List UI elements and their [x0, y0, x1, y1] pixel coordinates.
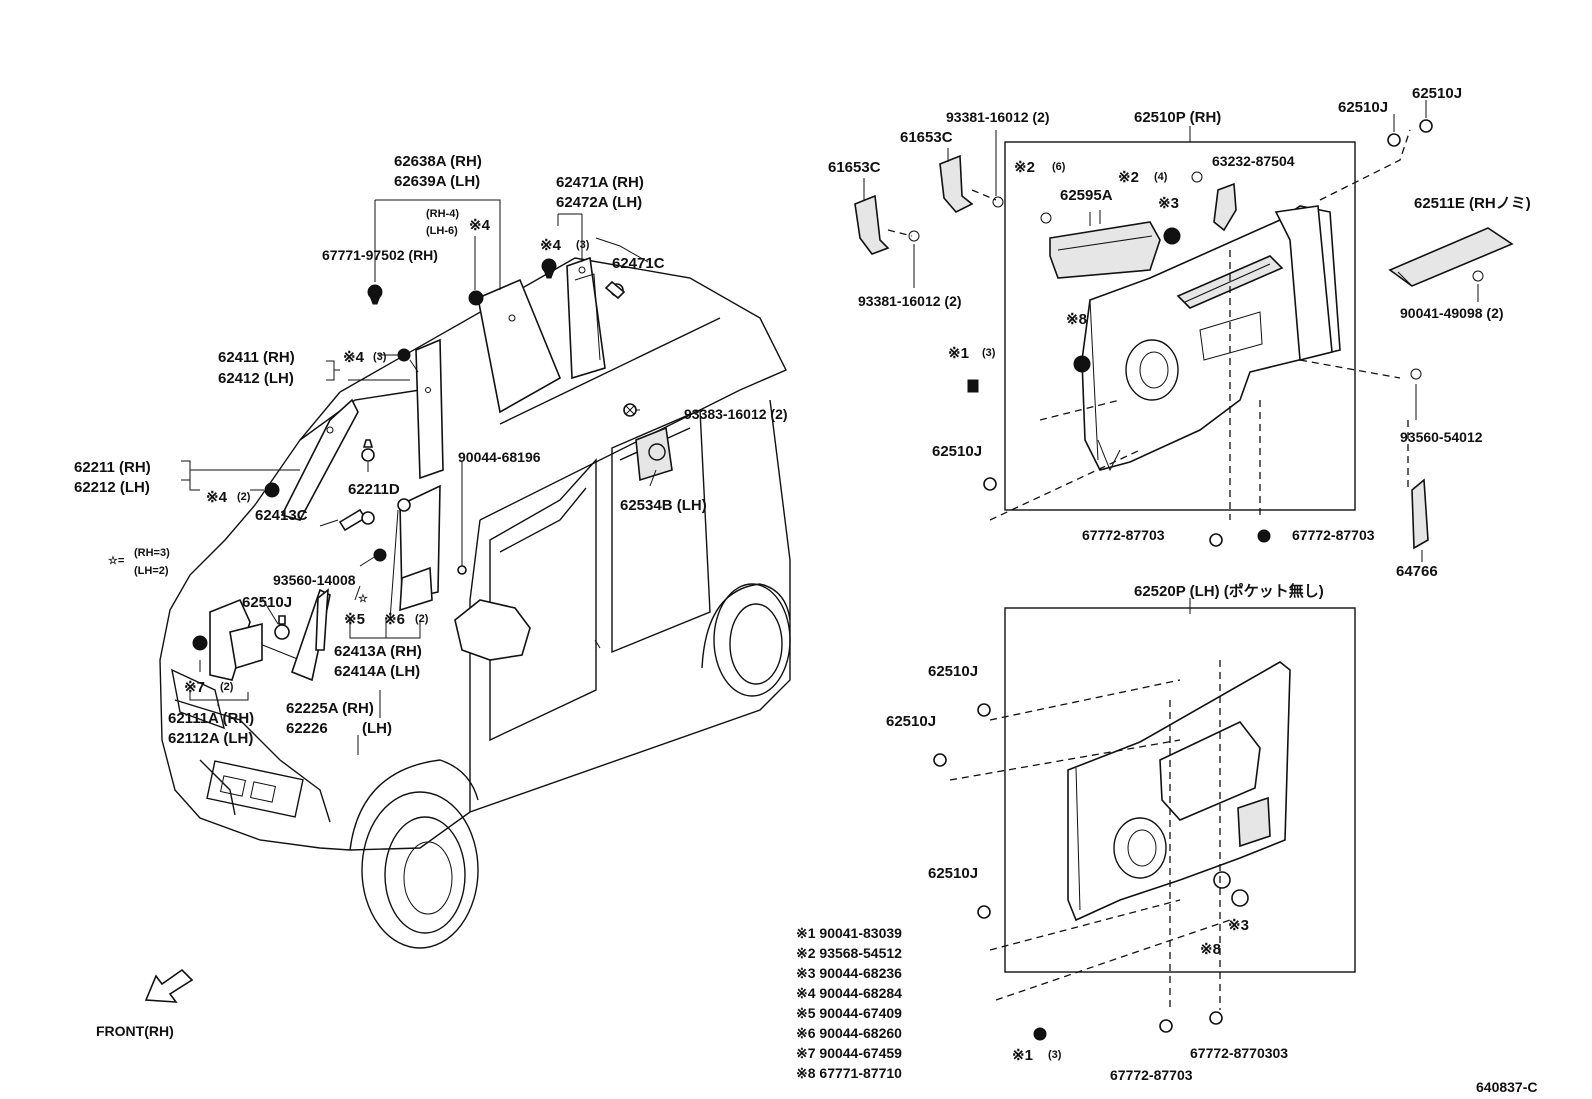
- label-90044-68196: 90044-68196: [458, 449, 541, 465]
- label-61653C-right: 61653C: [900, 129, 953, 146]
- label-qty-6: (6): [1052, 161, 1066, 173]
- label-62225A: 62225A (RH): [286, 700, 374, 717]
- label-qty-3-star1-rh: (3): [982, 347, 996, 359]
- label-62413A: 62413A (RH): [334, 643, 422, 660]
- label-star-4-c-pillar: ※4: [469, 217, 491, 234]
- label-62534B: 62534B (LH): [620, 497, 707, 514]
- label-62111A: 62111A (RH): [168, 710, 254, 727]
- label-67772-87703-b: 67772-87703: [1292, 527, 1375, 543]
- label-62510J-top-2: 62510J: [1412, 85, 1462, 102]
- legend-item: ※1 90041-83039: [796, 925, 902, 941]
- label-star-8-lh: ※8: [1200, 941, 1221, 958]
- label-67771-97502: 67771-97502 (RH): [322, 247, 438, 263]
- label-93560-54012: 93560-54012: [1400, 429, 1483, 445]
- label-62471A: 62471A (RH): [556, 174, 644, 191]
- label-qty-3-star1-lh: (3): [1048, 1049, 1062, 1061]
- label-qty-2-a-pillar: (2): [237, 491, 251, 503]
- vehicle-leaders: [181, 199, 657, 755]
- label-star-2-left: ※2: [1014, 159, 1035, 176]
- fastener-legend: ※1 90041-83039 ※2 93568-54512 ※3 90044-6…: [796, 925, 902, 1081]
- legend-item: ※3 90044-68236: [796, 965, 902, 981]
- label-62520P: 62520P (LH) (ポケット無し): [1134, 582, 1324, 600]
- rh-panel-box: [967, 129, 1411, 521]
- label-rh-3: (RH=3): [134, 547, 170, 559]
- label-62471C: 62471C: [612, 255, 665, 272]
- label-67772-87703-a: 67772-87703: [1082, 527, 1165, 543]
- label-62510J-lh-2: 62510J: [886, 713, 936, 730]
- vehicle-clips: [192, 258, 637, 651]
- label-62211D: 62211D: [348, 481, 400, 498]
- label-64766: 64766: [1396, 563, 1438, 580]
- label-rh-4: (RH-4): [426, 208, 459, 220]
- legend-item: ※2 93568-54512: [796, 945, 902, 961]
- label-star-4-rear: ※4: [540, 237, 562, 254]
- label-67772-87703-c: 67772-87703: [1110, 1067, 1193, 1083]
- label-93560-14008: 93560-14008: [273, 572, 356, 588]
- label-93381-16012-top: 93381-16012 (2): [946, 109, 1050, 125]
- label-star-open: ☆: [358, 593, 368, 605]
- label-62510J-top-1: 62510J: [1338, 99, 1388, 116]
- label-63232-87504: 63232-87504: [1212, 153, 1295, 169]
- label-62639A: 62639A (LH): [394, 173, 480, 190]
- label-62510J-lh-1: 62510J: [928, 663, 978, 680]
- label-62472A: 62472A (LH): [556, 194, 642, 211]
- label-67772-8770303: 67772-8770303: [1190, 1045, 1288, 1061]
- label-star-4-a-pillar: ※4: [206, 489, 228, 506]
- label-qty-3-b-pillar: (3): [373, 351, 387, 363]
- label-star-1-rh: ※1: [948, 345, 969, 362]
- vehicle-outline: [159, 257, 791, 949]
- legend-item: ※5 90044-67409: [796, 1005, 902, 1021]
- label-62638A: 62638A (RH): [394, 153, 482, 170]
- label-62412: 62412 (LH): [218, 370, 294, 387]
- vehicle-trim-parts: [209, 256, 673, 682]
- label-62226: 62226: [286, 720, 328, 737]
- label-62510J-cowl: 62510J: [242, 594, 292, 611]
- legend-item: ※4 90044-68284: [796, 985, 902, 1001]
- label-star-5: ※5: [344, 611, 365, 628]
- label-qty-4: (4): [1154, 171, 1168, 183]
- front-direction-arrow: [144, 968, 194, 1003]
- label-qty-3-rear: (3): [576, 239, 590, 251]
- label-lh-6: (LH-6): [426, 225, 458, 237]
- label-61653C-left: 61653C: [828, 159, 881, 176]
- legend-item: ※7 90044-67459: [796, 1045, 902, 1061]
- label-diagram-number: 640837-C: [1476, 1079, 1538, 1095]
- label-star-7: ※7: [184, 679, 205, 696]
- label-62212: 62212 (LH): [74, 479, 150, 496]
- lh-panel-box: [949, 607, 1356, 1041]
- label-62511E: 62511E (RHノミ): [1414, 195, 1531, 212]
- label-star-3-rh: ※3: [1158, 195, 1179, 212]
- label-62510J-lh-3: 62510J: [928, 865, 978, 882]
- label-star-8-rh: ※8: [1066, 311, 1087, 328]
- callout-labels: 62638A (RH) 62639A (LH) (RH-4) (LH-6) ※4…: [74, 85, 1538, 1095]
- legend-item: ※6 90044-68260: [796, 1025, 902, 1041]
- label-star-note: ☆=: [108, 555, 124, 567]
- label-qty-2-star6: (2): [415, 613, 429, 625]
- label-93381-16012-bottom: 93381-16012 (2): [858, 293, 962, 309]
- label-front-rh: FRONT(RH): [96, 1023, 174, 1039]
- label-star-2-right: ※2: [1118, 169, 1139, 186]
- label-90041-49098: 90041-49098 (2): [1400, 305, 1504, 321]
- label-62510P: 62510P (RH): [1134, 109, 1221, 126]
- label-62510J-rh-left: 62510J: [932, 443, 982, 460]
- label-62211: 62211 (RH): [74, 459, 151, 476]
- label-qty-2-star7: (2): [220, 681, 234, 693]
- label-star-4-b-pillar: ※4: [343, 349, 365, 366]
- label-62595A: 62595A: [1060, 187, 1113, 204]
- label-62414A: 62414A (LH): [334, 663, 420, 680]
- label-62411: 62411 (RH): [218, 349, 295, 366]
- label-lh-only: (LH): [362, 720, 392, 737]
- outside-box-parts: [854, 100, 1514, 1033]
- label-93383-16012: 93383-16012 (2): [684, 406, 788, 422]
- label-star-1-lh: ※1: [1012, 1047, 1033, 1064]
- label-62112A: 62112A (LH): [168, 730, 253, 747]
- label-star-3-lh: ※3: [1228, 917, 1249, 934]
- label-star-6: ※6: [384, 611, 405, 628]
- label-62413C: 62413C: [255, 507, 308, 524]
- legend-item: ※8 67771-87710: [796, 1065, 902, 1081]
- label-lh-2: (LH=2): [134, 565, 169, 577]
